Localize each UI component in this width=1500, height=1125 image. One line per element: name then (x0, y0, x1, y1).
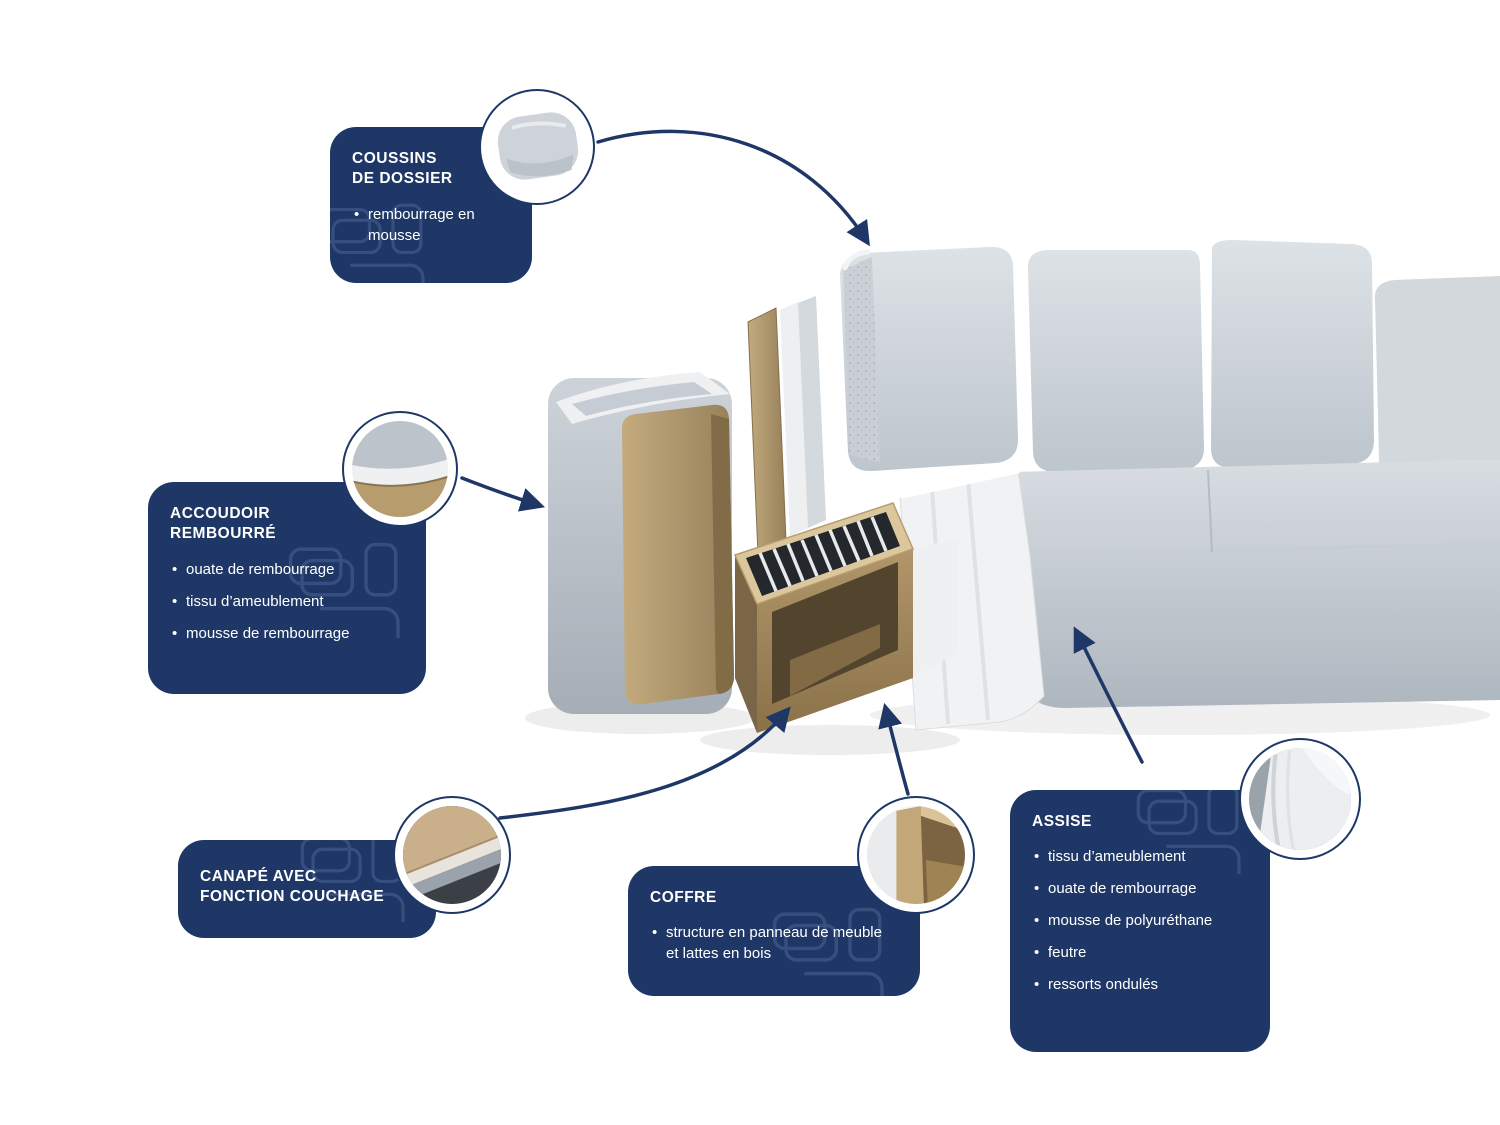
armrest-detail (352, 421, 448, 517)
callout-title: CANAPÉ AVEC FONCTION COUCHAGE (200, 868, 385, 906)
storage-box-photo-icon (857, 796, 975, 914)
connector-arrows (460, 129, 1144, 820)
seat-corner-detail (1249, 748, 1351, 850)
bullet-item: mousse de polyuréthane (1032, 910, 1248, 931)
arrow-canape (498, 706, 791, 820)
mattress-layers-photo-icon (393, 796, 511, 914)
bullet-item: rembourrage en mousse (352, 204, 510, 246)
arrow-assise (1073, 626, 1144, 764)
arrow-coffre (878, 702, 910, 796)
seat-cushion (1012, 459, 1500, 708)
callout-title: COFFRE (650, 889, 717, 906)
bullet-item: ressorts ondulés (1032, 974, 1248, 995)
bullet-item: ouate de rembourrage (170, 559, 404, 580)
callout-bullet-list: structure en panneau de meuble et lattes… (650, 922, 898, 964)
bullet-item: mousse de rembourrage (170, 623, 404, 644)
bullet-item: tissu d’ameublement (1032, 846, 1248, 867)
callout-title: ACCOUDOIR REMBOURRÉ (170, 505, 277, 543)
bullet-item: structure en panneau de meuble et lattes… (650, 922, 898, 964)
wooden-slats (758, 516, 888, 592)
callout-title: ASSISE (1032, 813, 1092, 830)
callout-bullet-list: ouate de rembourrage tissu d’ameublement… (170, 559, 404, 644)
callout-coussins-de-dossier: COUSSINS DE DOSSIER rembourrage en mouss… (330, 127, 532, 283)
storage-box (733, 502, 958, 733)
armrest-corner-photo-icon (342, 411, 458, 527)
seat-foam-layers (899, 468, 1045, 731)
bullet-item: feutre (1032, 942, 1248, 963)
bullet-item: tissu d’ameublement (170, 591, 404, 612)
back-cushion-cut (840, 246, 1019, 472)
back-cushion-detail (489, 99, 585, 195)
frame-layer-boards (747, 296, 826, 555)
mattress-detail (403, 806, 501, 904)
seat-corner-photo-icon (1239, 738, 1361, 860)
arrow-coussins (596, 129, 870, 247)
callout-bullet-list: tissu d’ameublement ouate de rembourrage… (1032, 846, 1248, 995)
callout-assise: ASSISE tissu d’ameublement ouate de remb… (1010, 790, 1270, 1052)
bullet-item: ouate de rembourrage (1032, 878, 1248, 899)
storage-box-detail (867, 806, 965, 904)
armrest-piece (548, 372, 734, 714)
callout-title: COUSSINS DE DOSSIER (352, 150, 453, 188)
back-cushion-photo-icon (479, 89, 595, 205)
arrow-accoudoir (460, 476, 546, 512)
back-cushions (1027, 240, 1374, 472)
callout-bullet-list: rembourrage en mousse (352, 204, 510, 246)
